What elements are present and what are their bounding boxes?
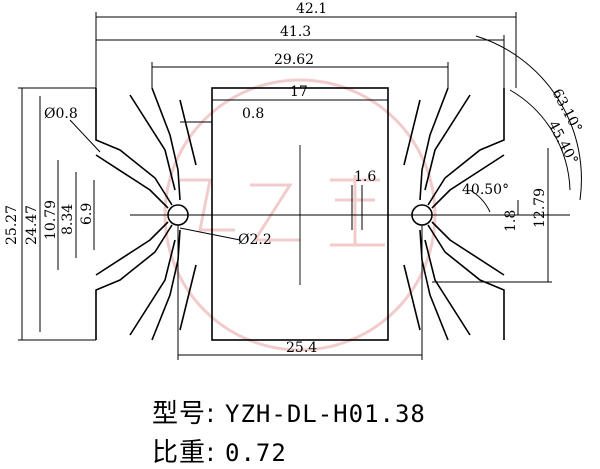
left-fins — [95, 87, 197, 341]
horizontal-dimensions — [95, 12, 517, 360]
dim-mid-width: 29.62 — [274, 52, 314, 68]
ratio-value: 0.72 — [225, 439, 287, 467]
dim-height-5: 6.9 — [79, 203, 95, 225]
heatsink-profile-drawing: 42.1 41.3 29.62 17 0.8 1.6 25.4 Ø0.8 Ø2.… — [4, 1, 585, 360]
dim-wall: 0.8 — [242, 106, 264, 122]
angle-arcs — [69, 35, 582, 241]
dim-height-2: 24.47 — [24, 205, 40, 245]
dim-inner-width: 41.3 — [280, 24, 311, 40]
dim-overall-width: 42.1 — [296, 1, 327, 17]
dim-root-span: 25.4 — [286, 340, 317, 356]
core-body — [130, 87, 470, 341]
dim-height-3: 10.79 — [43, 200, 59, 240]
dim-right-height: 12.79 — [532, 188, 548, 228]
ratio-label: 比重: — [152, 438, 216, 468]
dim-slot: 1.6 — [354, 169, 376, 185]
right-fins — [403, 87, 505, 341]
model-caption: 型号: YZH-DL-H01.38 — [152, 393, 426, 430]
model-value: YZH-DL-H01.38 — [225, 400, 426, 428]
dim-total-height: 25.27 — [4, 205, 20, 245]
vertical-dimensions — [18, 87, 570, 341]
dim-core-width: 17 — [290, 84, 308, 100]
dim-right-small: 1.8 — [503, 210, 519, 232]
dim-height-4: 8.34 — [60, 204, 76, 235]
dim-root-hole: Ø2.2 — [238, 232, 272, 248]
model-label: 型号: — [152, 399, 216, 429]
ratio-caption: 比重: 0.72 — [152, 432, 287, 469]
dim-angle-3: 40.50° — [462, 182, 509, 198]
dim-fin-tip: Ø0.8 — [44, 106, 78, 122]
